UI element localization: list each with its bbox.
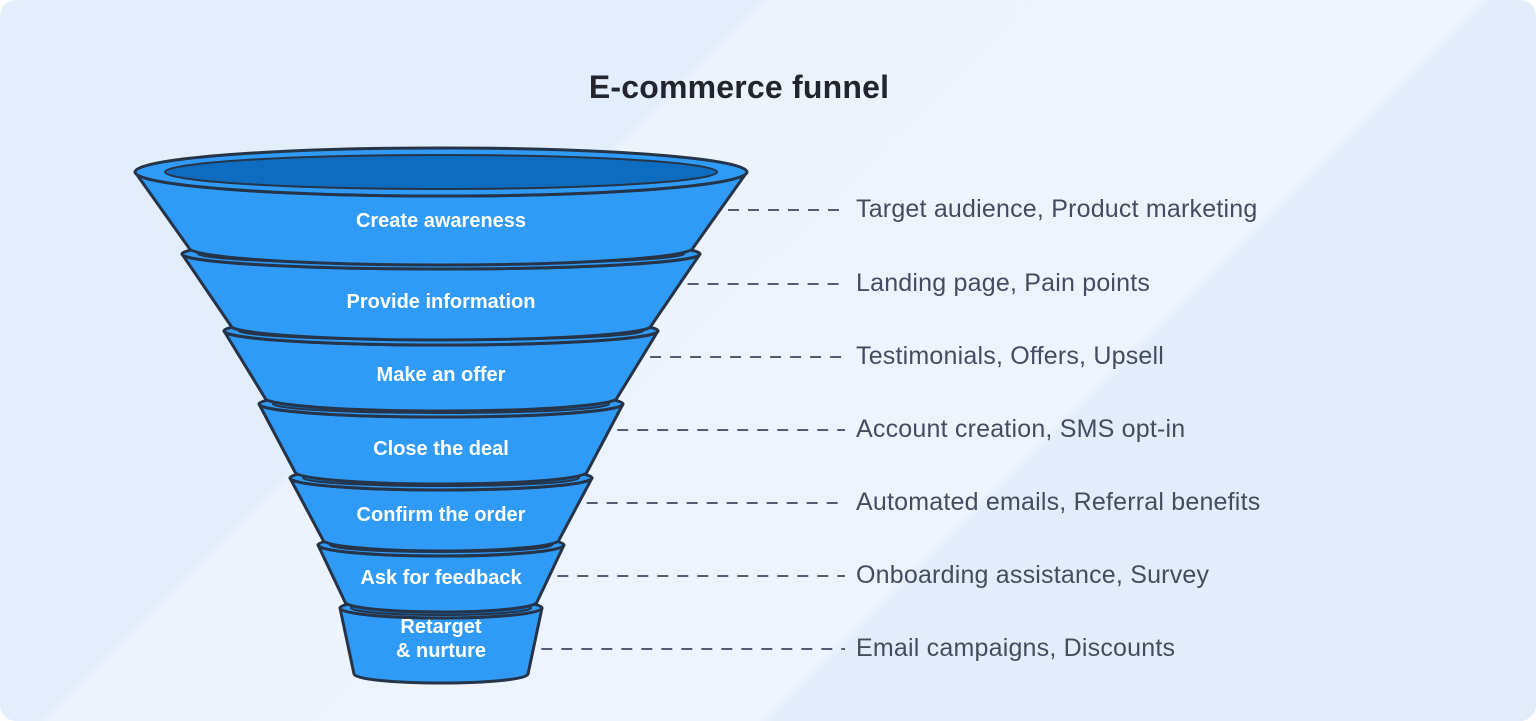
stage-annotation: Testimonials, Offers, Upsell — [856, 341, 1165, 370]
funnel-stage-opening — [164, 154, 718, 190]
stage-label: Retarget& nurture — [396, 616, 486, 662]
stage-label: Make an offer — [377, 364, 506, 386]
stage-annotation: Automated emails, Referral benefits — [856, 487, 1261, 516]
stage-annotation: Onboarding assistance, Survey — [856, 560, 1210, 589]
stage-label: Ask for feedback — [360, 567, 522, 589]
funnel-stage-create-awareness — [133, 146, 749, 267]
page-title: E-commerce funnel — [588, 69, 890, 105]
stage-annotation: Account creation, SMS opt-in — [856, 414, 1186, 443]
stage-annotation: Target audience, Product marketing — [856, 194, 1258, 223]
stage-annotation: Email campaigns, Discounts — [856, 633, 1176, 662]
stage-annotation: Landing page, Pain points — [856, 268, 1151, 297]
stage-label: Close the deal — [373, 438, 509, 460]
stage-label: Create awareness — [356, 210, 526, 232]
stage-label: Provide information — [347, 291, 536, 313]
connector-lines — [541, 209, 845, 650]
stage-label: Confirm the order — [357, 504, 526, 526]
